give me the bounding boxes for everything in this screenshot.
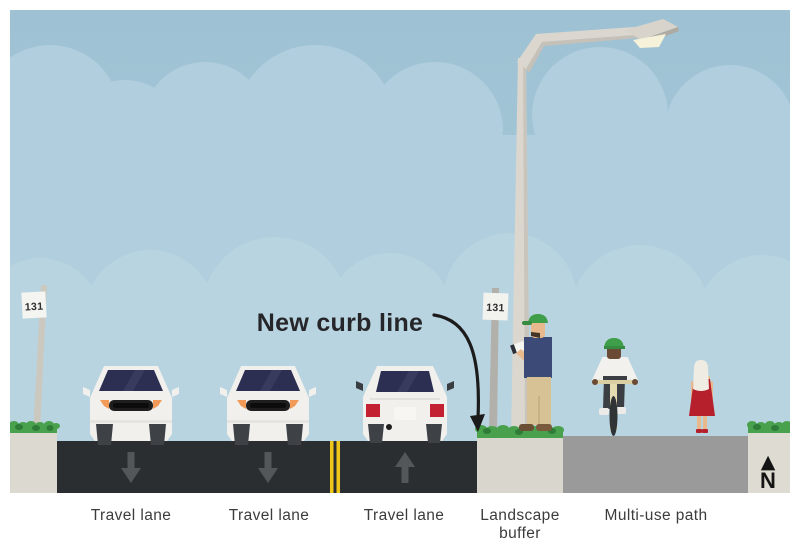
sign-route-number: 131 [25, 301, 44, 314]
label-travel-lane-2: Travel lane [229, 507, 310, 524]
shoe-right [702, 429, 708, 433]
car-travel-lane-3-rear [356, 366, 454, 443]
label-travel-lane-1: Travel lane [91, 507, 172, 524]
car-license-plate [394, 407, 416, 420]
street-light-arm [517, 26, 649, 69]
road-markings [121, 441, 415, 493]
shoe-left [599, 408, 609, 415]
leg-left [697, 416, 701, 430]
grass-left-curb [10, 421, 60, 433]
annotation-text: New curb line [257, 309, 423, 337]
pants-inseam [538, 396, 540, 425]
leg-right [615, 378, 625, 409]
zone-labels: Travel lane Travel lane Travel lane Land… [91, 507, 708, 542]
pedestrian-with-phone [510, 314, 552, 431]
label-landscape-buffer-line1: Landscape [480, 507, 559, 524]
center-line-yellow-left [330, 441, 334, 493]
cap [528, 314, 548, 323]
car-wheel-left [368, 424, 384, 443]
shoe-left [519, 424, 534, 431]
bike-head-tube [610, 384, 617, 396]
torso [600, 357, 630, 381]
route-sign-right: 131 [482, 288, 509, 433]
sign-plate [482, 292, 509, 321]
street-light-arm-shade [526, 34, 649, 73]
cap-brim [522, 321, 532, 325]
north-label: N [760, 468, 776, 493]
helmet-band [604, 346, 625, 349]
multi-use-path-block [563, 436, 748, 493]
curb-annotation: New curb line [257, 309, 485, 432]
car-window-glare [397, 371, 419, 392]
lane-arrow-down-1 [121, 452, 141, 483]
beard [531, 332, 540, 338]
label-travel-lane-3: Travel lane [364, 507, 445, 524]
north-arrow-icon: ▲ [761, 451, 776, 473]
car-wheel-right [426, 424, 442, 443]
pedestrian-woman [689, 360, 715, 433]
annotation-arrowhead [470, 414, 485, 432]
car-trunk-line [370, 398, 440, 400]
helmet [604, 338, 624, 348]
grass-right-curb [747, 421, 790, 433]
sign-post [33, 285, 47, 434]
hand-left [592, 379, 598, 385]
shoe-right [536, 424, 552, 431]
leg-right [703, 416, 707, 430]
lane-arrow-up [395, 452, 415, 483]
sign-plate [21, 291, 47, 319]
car-mirror-right [447, 381, 454, 391]
bike-handlebar [592, 380, 635, 384]
bike-front-wheel [609, 396, 618, 436]
car-taillight-right [430, 404, 444, 417]
sign-post [489, 288, 499, 433]
right-curb [748, 432, 790, 493]
center-line-yellow-right [336, 441, 340, 493]
car-exhaust [386, 424, 392, 430]
label-multi-use-path: Multi-use path [605, 507, 708, 524]
left-curb [10, 432, 57, 493]
north-arrow: ▲ N [760, 451, 776, 493]
cyclist [592, 338, 638, 436]
route-sign-left: 131 [21, 285, 47, 434]
sign-route-number: 131 [486, 302, 505, 315]
annotation-arrow-curve [432, 313, 481, 420]
car-mirror-left [356, 381, 363, 391]
shoe-right [616, 407, 626, 414]
lamp-light [633, 34, 666, 48]
hand-right [632, 379, 638, 385]
lane-arrow-down-2 [258, 452, 278, 483]
shoe-left [696, 429, 702, 433]
shirt [524, 337, 552, 378]
lamp-head [625, 19, 678, 40]
label-landscape-buffer-line2: buffer [499, 525, 541, 542]
car-taillight-left [366, 404, 380, 417]
landscape-buffer-block [477, 437, 563, 493]
hair [693, 360, 709, 391]
